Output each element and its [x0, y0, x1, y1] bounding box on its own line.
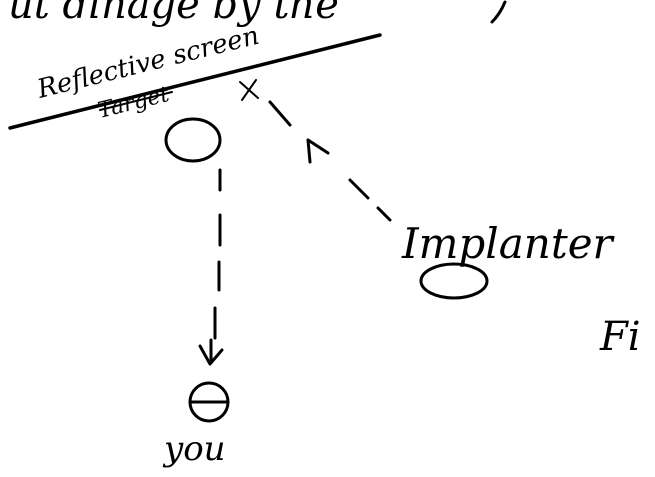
implanter-label: Implanter [401, 219, 616, 268]
target-to-you-dashes [209, 168, 222, 362]
arrowhead-toward-target [306, 138, 330, 164]
implanter-to-target-dashes [268, 100, 392, 222]
target-x-mark [239, 79, 259, 101]
you-label: you [162, 429, 226, 469]
reflective-screen-line [8, 33, 382, 130]
top-text-fragment: ut dinage by the [8, 0, 339, 28]
target-strikethrough [99, 91, 173, 111]
top-stroke-fragment [490, 0, 507, 24]
arrowhead-down [198, 344, 224, 366]
right-edge-fragment: Fi [599, 314, 641, 360]
implanter-ellipse [419, 262, 489, 300]
target-ellipse [164, 117, 222, 163]
